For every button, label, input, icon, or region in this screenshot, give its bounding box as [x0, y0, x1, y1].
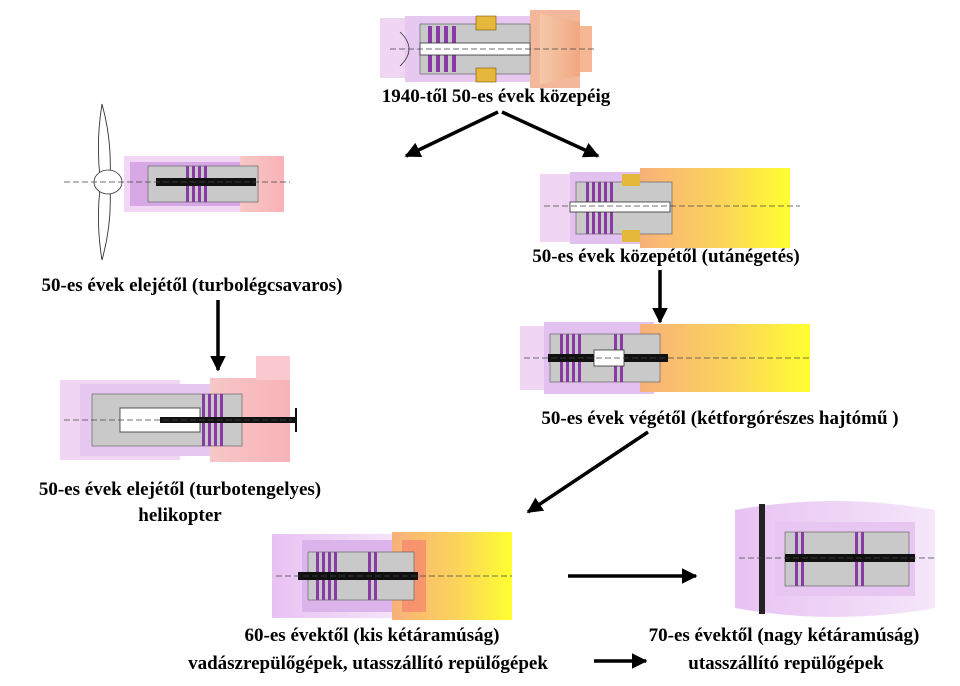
highbypass-label-line2: utasszállító repülőgépek	[688, 653, 884, 674]
twinspool-engine	[520, 322, 812, 394]
turboshaft-engine	[60, 356, 297, 462]
lowbypass-engine	[272, 532, 512, 620]
lowbypass-label-line2: vadászrepülőgépek, utasszállító repülőgé…	[188, 653, 548, 674]
arrow-to-turboprop	[404, 110, 499, 158]
propeller-icon	[97, 103, 111, 179]
turboprop-engine	[64, 103, 290, 261]
arrow-to-afterburner	[501, 110, 600, 158]
turbojet-label: 1940-től 50-es évek közepéig	[382, 86, 611, 107]
turbojet-engine	[380, 10, 595, 88]
turboshaft-label-line2: helikopter	[138, 505, 222, 526]
twinspool-label: 50-es évek végétől (kétforgórészes hajtó…	[541, 408, 898, 429]
evolution-arrows	[210, 110, 698, 669]
afterburner-label: 50-es évek közepétől (utánégetés)	[532, 246, 800, 267]
arrow-to-lowbypass	[526, 430, 649, 514]
afterburner-engine	[540, 168, 800, 248]
turboshaft-label-line1: 50-es évek elejétől (turbotengelyes)	[39, 479, 321, 500]
highbypass-label-line1: 70-es évektől (nagy kétáramúság)	[649, 625, 920, 646]
turboprop-label: 50-es évek elejétől (turbolégcsavaros)	[42, 275, 343, 296]
highbypass-engine	[735, 501, 935, 617]
lowbypass-label-line1: 60-es évektől (kis kétáramúság)	[245, 625, 500, 646]
